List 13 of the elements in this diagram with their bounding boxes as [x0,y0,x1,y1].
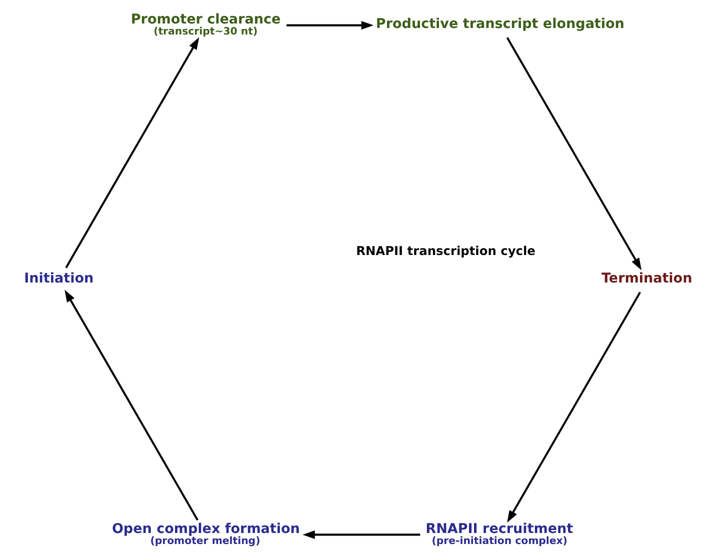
label: RNAPII transcription cycle [356,244,535,258]
arrow [302,530,420,539]
arrow [506,37,642,270]
arrow [506,292,640,523]
node-text: Termination [601,270,692,287]
arrow [64,290,198,521]
node-text: RNAPII recruitment (pre-initiation complex) [425,521,573,547]
node-text: Productive transcript elongation [375,16,624,32]
node-text: Open complex formation (promoter melting) [111,521,300,547]
node-text: Promoter clearance (transcript~30 nt) [130,12,280,38]
node-text: Initiation [24,270,94,287]
arrow [64,37,199,268]
arrow [286,21,374,30]
